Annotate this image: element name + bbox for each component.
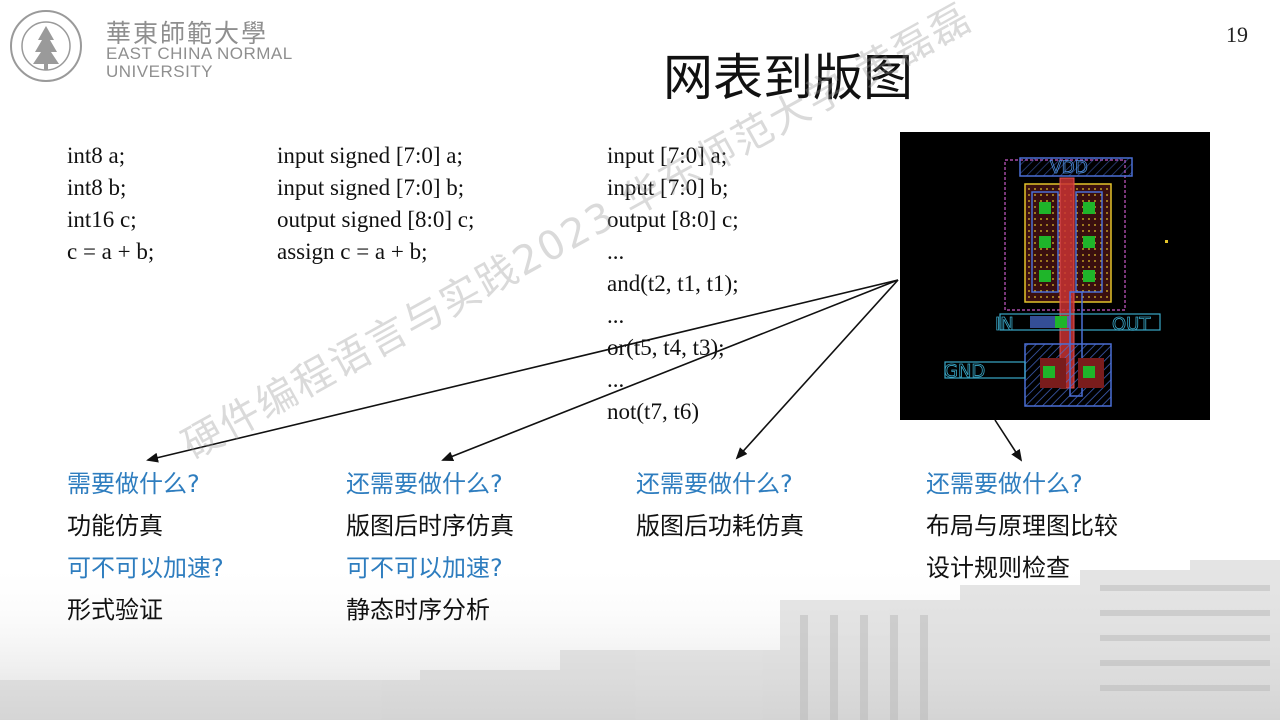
code-line: input [7:0] a; (607, 143, 728, 168)
inverter-layout-drawing: VDD IN OUT GND (944, 157, 1168, 407)
code-line: output signed [8:0] c; (277, 207, 475, 232)
task-text: 功能仿真 (67, 512, 163, 540)
column-power-sim: 还需要做什么? 版图后功耗仿真 (636, 463, 804, 547)
layout-label-out: OUT (1112, 314, 1151, 335)
layout-label-in: IN (995, 314, 1014, 335)
question-text: 可不可以加速? (346, 554, 503, 582)
task-text: 布局与原理图比较 (926, 512, 1118, 540)
logo-chinese-name: 華東師範大學 (106, 19, 269, 48)
code-line: not(t7, t6) (607, 399, 699, 424)
university-seal-icon (10, 10, 82, 82)
layout-label-gnd: GND (944, 361, 985, 382)
question-text: 需要做什么? (67, 470, 200, 498)
code-line: input signed [7:0] b; (277, 175, 465, 200)
code-line: ... (607, 239, 625, 264)
code-line: c = a + b; (67, 239, 155, 264)
code-block-verilog-behavioral: input signed [7:0] a; input signed [7:0] … (277, 140, 474, 268)
code-line: output [8:0] c; (607, 207, 739, 232)
question-text: 还需要做什么? (346, 470, 503, 498)
code-line: int8 b; (67, 175, 127, 200)
task-text: 形式验证 (67, 596, 163, 624)
task-text: 版图后功耗仿真 (636, 512, 804, 540)
logo-english-name-line2: UNIVERSITY (106, 62, 214, 81)
question-text: 可不可以加速? (67, 554, 224, 582)
column-functional-sim: 需要做什么? 功能仿真可不可以加速? 形式验证 (67, 463, 224, 631)
page-number: 19 (1226, 22, 1248, 47)
code-line: int8 a; (67, 143, 126, 168)
question-text: 还需要做什么? (926, 470, 1083, 498)
task-text: 设计规则检查 (926, 554, 1070, 582)
code-block-c: int8 a; int8 b; int16 c; c = a + b; (67, 140, 154, 268)
code-line: input [7:0] b; (607, 175, 729, 200)
code-line: input signed [7:0] a; (277, 143, 463, 168)
column-timing-sim: 还需要做什么? 版图后时序仿真可不可以加速? 静态时序分析 (346, 463, 514, 631)
logo-english-name-line1: EAST CHINA NORMAL (106, 44, 293, 63)
code-line: ... (607, 303, 625, 328)
task-text: 版图后时序仿真 (346, 512, 514, 540)
layout-screenshot: VDD IN OUT GND (900, 132, 1210, 420)
question-text: 还需要做什么? (636, 470, 793, 498)
code-line: and(t2, t1, t1); (607, 271, 739, 296)
task-text: 静态时序分析 (346, 596, 490, 624)
code-line: assign c = a + b; (277, 239, 428, 264)
code-line: int16 c; (67, 207, 137, 232)
slide-title: 网表到版图 (663, 49, 913, 107)
code-line: or(t5, t4, t3); (607, 335, 725, 360)
column-lvs-drc: 还需要做什么? 布局与原理图比较设计规则检查 (926, 463, 1118, 589)
layout-label-vdd: VDD (1050, 158, 1088, 178)
university-logo: 華東師範大學 EAST CHINA NORMAL UNIVERSITY (8, 6, 298, 86)
code-line: ... (607, 367, 625, 392)
